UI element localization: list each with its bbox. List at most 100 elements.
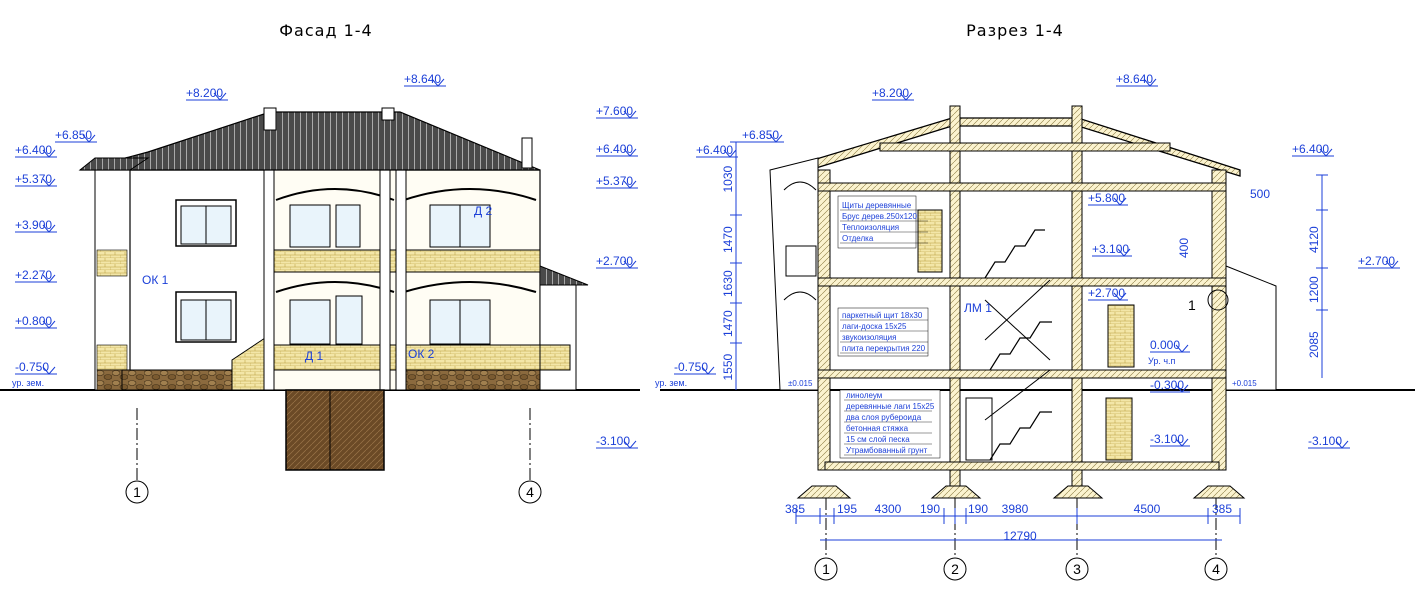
section-level-top-0-label: +8.200 xyxy=(872,86,909,100)
facade-level-right-2-label: +5.370 xyxy=(596,174,633,188)
facade-window-mark-2: Д 1 xyxy=(305,349,323,363)
floor1_layers-3: бетонная стяжка xyxy=(846,424,909,433)
section-level-left-2-label: -0.750 xyxy=(674,360,708,374)
section-vertical-dims-right: 500 4120 1200 2085 xyxy=(1250,174,1328,378)
facade-level-right-0-label: +7.600 xyxy=(596,104,633,118)
section-levels-right: +6.400 +2.700 -3.100 xyxy=(1292,142,1400,449)
section-axes: 1 2 3 4 xyxy=(814,557,1228,581)
facade-level-left-2: +5.370 xyxy=(15,172,57,187)
bottom-dim-7: 385 xyxy=(1212,502,1232,516)
floor1_layers-0: линолеум xyxy=(846,391,882,400)
section-level-inner-2: +2.700 xyxy=(1088,286,1128,301)
facade-levels-left: +6.850+6.400+5.370+3.900+2.270+0.800-0.7… xyxy=(15,128,97,375)
facade-title: Фасад 1-4 xyxy=(279,21,372,40)
section-level-inner-5-label: -3.100 xyxy=(1150,432,1184,446)
facade-level-left-3: +3.900 xyxy=(15,218,57,233)
facade-level-left-0-label: +6.850 xyxy=(55,128,92,142)
facade-level-right-3: +2.700 xyxy=(596,254,638,269)
facade-axis-1-label: 1 xyxy=(133,484,141,500)
section-level-inner-2-label: +2.700 xyxy=(1088,286,1125,300)
vdim-right-1: 4120 xyxy=(1307,226,1321,253)
node-mark: 1 xyxy=(1188,297,1196,313)
section-level-inner-1-label: +3.100 xyxy=(1092,242,1129,256)
section-level-left-1: +6.400 xyxy=(696,143,738,158)
section-level-right-1: +2.700 xyxy=(1358,254,1400,269)
facade-level-right-4: -3.100 xyxy=(596,434,638,449)
facade-level-right-4-label: -3.100 xyxy=(596,434,630,448)
vdim-left-2: 1630 xyxy=(721,270,735,297)
facade-level-left-1: +6.400 xyxy=(15,143,57,158)
section-axis-1: 1 xyxy=(814,557,838,581)
section-axis-4-label: 4 xyxy=(1212,561,1220,577)
facade-window-marks: ОК 1ОК 2Д 1Д 2 xyxy=(142,204,492,363)
section-level-right-1-label: +2.700 xyxy=(1358,254,1395,268)
facade-level-right-3-label: +2.700 xyxy=(596,254,633,268)
total-dim: 12790 xyxy=(1003,529,1037,543)
facade-level-left-3-label: +3.900 xyxy=(15,218,52,232)
facade-level-left-6-label: -0.750 xyxy=(15,360,49,374)
bottom-dim-0: 385 xyxy=(785,502,805,516)
facade-level-left-1-label: +6.400 xyxy=(15,143,52,157)
section-level-right-2: -3.100 xyxy=(1308,434,1350,449)
facade-drawing xyxy=(0,107,640,482)
section-title: Разрез 1-4 xyxy=(966,21,1064,40)
facade-level-top-1: +8.640 xyxy=(404,72,446,87)
facade-level-left-2-label: +5.370 xyxy=(15,172,52,186)
section-axis-2: 2 xyxy=(943,557,967,581)
floor1_layers-5: Утрамбованный грунт xyxy=(846,446,928,455)
vdim-right-2: 1200 xyxy=(1307,276,1321,303)
section-level-right-2-label: -3.100 xyxy=(1308,434,1342,448)
stair-mark: ЛМ 1 xyxy=(964,301,992,315)
vdim-right-0: 500 xyxy=(1250,187,1270,201)
facade-level-right-2: +5.370 xyxy=(596,174,638,189)
facade-level-right-1: +6.400 xyxy=(596,142,638,157)
section-level-top-1-label: +8.640 xyxy=(1116,72,1153,86)
section-ground-label: ур. зем. xyxy=(655,378,687,388)
section-level-inner-4: -0.300 xyxy=(1150,378,1190,393)
section-level-top-0: +8.200 xyxy=(872,86,914,101)
small-mark-right: +0.015 xyxy=(1232,379,1257,388)
floor2_layers-1: лаги-доска 15х25 xyxy=(842,322,907,331)
bottom-dim-1: 195 xyxy=(837,502,857,516)
section-level-inner-4-label: -0.300 xyxy=(1150,378,1184,392)
vdim-right-3: 2085 xyxy=(1307,331,1321,358)
section-axis-4: 4 xyxy=(1204,557,1228,581)
section-level-left-0-label: +6.850 xyxy=(742,128,779,142)
facade-level-left-6: -0.750 xyxy=(15,360,57,375)
section-level-inner-0-label: +5.800 xyxy=(1088,191,1125,205)
section-level-left-0: +6.850 xyxy=(742,128,784,143)
facade-level-top-0: +8.200 xyxy=(186,86,228,101)
bottom-dim-5: 3980 xyxy=(1002,502,1029,516)
section-axis-1-label: 1 xyxy=(822,561,830,577)
facade-window-mark-3: Д 2 xyxy=(474,204,492,218)
bottom-dim-2: 4300 xyxy=(875,502,902,516)
facade-level-top-0-label: +8.200 xyxy=(186,86,223,100)
vdim-left-0: 1030 xyxy=(721,165,735,192)
facade-axis-4: 4 xyxy=(518,480,542,504)
section-level-inner-1: +3.100 xyxy=(1092,242,1132,257)
vdim-left-4: 1550 xyxy=(721,353,735,380)
small-mark-left: ±0.015 xyxy=(788,379,813,388)
section-levels-top: +8.200 +8.640 xyxy=(872,72,1158,101)
facade-ground-label: ур. зем. xyxy=(12,378,44,388)
facade-level-left-5: +0.800 xyxy=(15,314,57,329)
section-level-right-0: +6.400 xyxy=(1292,142,1334,157)
section-level-inner-5: -3.100 xyxy=(1150,432,1190,447)
section-level-inner-0: +5.800 xyxy=(1088,191,1128,206)
bottom-dim-6: 4500 xyxy=(1134,502,1161,516)
facade-level-right-0: +7.600 xyxy=(596,104,638,119)
facade-window-mark-0: ОК 1 xyxy=(142,273,169,287)
floor2_layers-3: плита перекрытия 220 xyxy=(842,344,926,353)
section-level-top-1: +8.640 xyxy=(1116,72,1158,87)
facade-axis-1: 1 xyxy=(125,480,149,504)
section-axis-3-label: 3 xyxy=(1073,561,1081,577)
section-level-left-1-label: +6.400 xyxy=(696,143,733,157)
floor2_layers-0: паркетный щит 18х30 xyxy=(842,311,923,320)
section-axis-2-label: 2 xyxy=(951,561,959,577)
